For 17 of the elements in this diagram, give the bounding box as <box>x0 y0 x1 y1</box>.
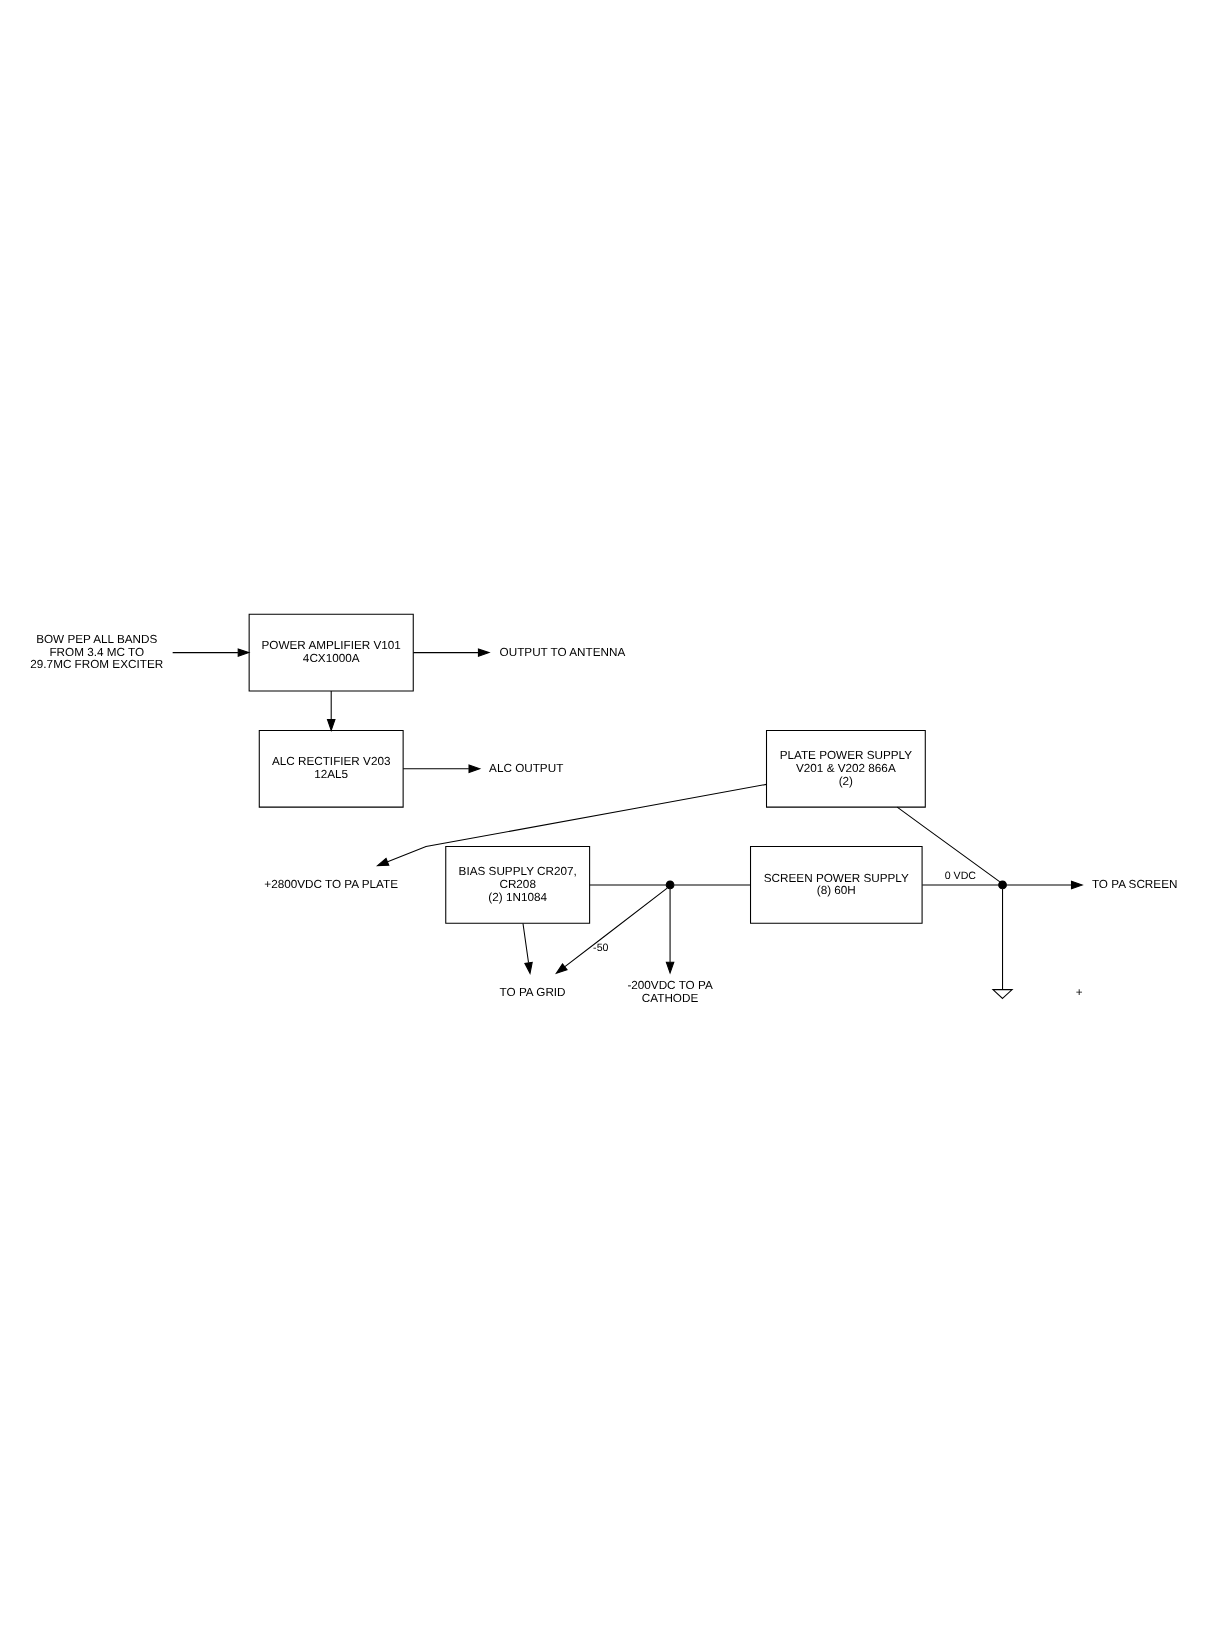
arrow <box>402 764 482 774</box>
connector <box>673 884 751 886</box>
connector <box>896 806 1001 883</box>
connector <box>1002 888 1004 990</box>
node-circle <box>998 880 1007 890</box>
arrow <box>1006 880 1084 890</box>
arrow <box>172 648 251 658</box>
node-circle <box>665 880 675 890</box>
arrow <box>555 887 668 975</box>
arrow <box>326 690 336 732</box>
arrow <box>665 888 675 975</box>
connector <box>921 884 1000 886</box>
connector <box>589 884 667 886</box>
arrow <box>376 783 767 867</box>
node-ground <box>991 989 1014 1000</box>
arrow <box>522 922 533 975</box>
arrow <box>412 648 491 658</box>
